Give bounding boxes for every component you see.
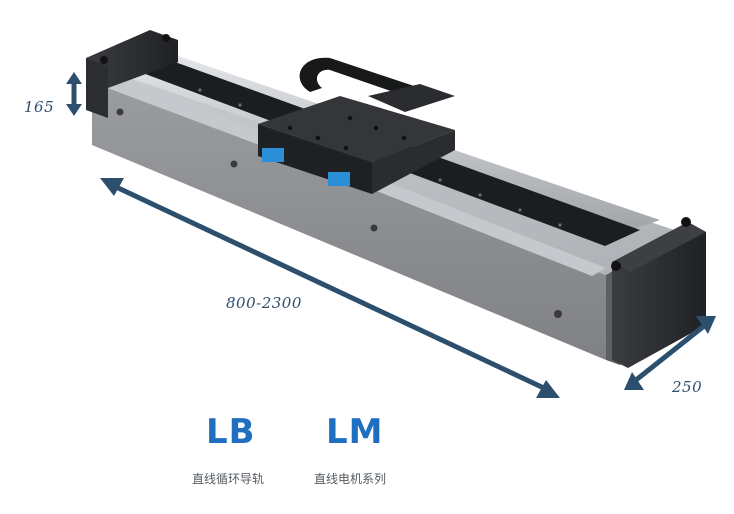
length-dimension-label: 800-2300 — [226, 294, 302, 312]
width-dimension-label: 250 — [672, 378, 703, 396]
series-code-lb: LB — [206, 412, 256, 452]
series-name-lb: 直线循环导轨 — [192, 472, 265, 486]
width-arrow-head-left — [624, 372, 644, 390]
length-arrow-head-right — [536, 380, 560, 398]
drag-chain-plate — [368, 84, 455, 112]
series-code-lm: LM — [326, 412, 384, 452]
series-name-lm: 直线电机系列 — [314, 472, 387, 486]
bearing-block — [328, 172, 350, 186]
body-holes — [116, 108, 562, 318]
end-cap-right — [611, 217, 706, 368]
cap-screw-icon — [100, 56, 108, 64]
bearing-block — [262, 148, 284, 162]
body-side-face — [92, 82, 606, 360]
end-cap-left — [86, 30, 178, 118]
width-arrow — [634, 324, 706, 382]
length-arrow-head-left — [100, 178, 124, 196]
height-dimension-label: 165 — [24, 98, 55, 116]
carriage-screws — [287, 115, 407, 151]
cap-screw-icon — [681, 217, 691, 227]
cap-screw-icon — [611, 261, 621, 271]
drag-chain — [299, 57, 455, 112]
dimension-arrows — [66, 72, 716, 398]
length-arrow — [112, 183, 550, 393]
cap-screw-icon — [162, 34, 170, 42]
carriage — [258, 96, 455, 194]
carriage-side-face — [372, 130, 455, 194]
drag-chain-loop — [299, 57, 420, 96]
height-arrow-head-down — [66, 104, 82, 116]
height-arrow-head-up — [66, 72, 82, 84]
carriage-top-plate — [258, 96, 455, 162]
width-arrow-head-right — [696, 316, 716, 334]
